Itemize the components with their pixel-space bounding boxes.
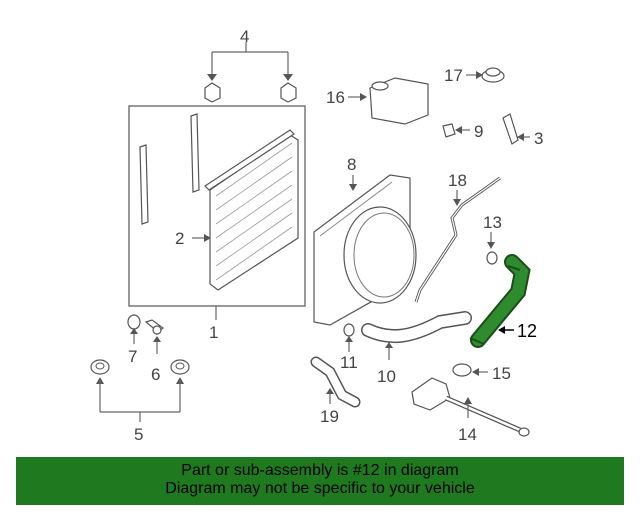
- part-1-radiator-box: 1 2: [128, 105, 306, 342]
- parts-diagram: 4 1 2 7 6: [90, 27, 543, 444]
- callout-17: 17: [444, 66, 463, 85]
- callout-14: 14: [458, 425, 477, 444]
- callout-3: 3: [534, 129, 543, 148]
- part-5-grommets: 5: [90, 359, 190, 444]
- callout-12: 12: [517, 321, 537, 341]
- callout-18: 18: [448, 171, 467, 190]
- part-13-oring: 13: [483, 213, 502, 265]
- callout-19: 19: [320, 407, 339, 426]
- part-16-reservoir: 16: [326, 77, 429, 125]
- part-17-cap: 17: [444, 66, 505, 85]
- callout-9: 9: [474, 122, 483, 141]
- part-7-and-6: 7 6: [127, 314, 164, 384]
- part-19-pipe: 19: [310, 356, 361, 426]
- banner-line-2: Diagram may not be specific to your vehi…: [165, 480, 475, 497]
- callout-7: 7: [128, 347, 137, 366]
- callout-8: 8: [347, 155, 356, 174]
- callout-13: 13: [483, 213, 502, 232]
- part-15-seal: 15: [452, 363, 511, 383]
- info-banner: Part or sub-assembly is #12 in diagram D…: [16, 457, 624, 505]
- part-8-fan-shroud: 8: [313, 155, 417, 326]
- callout-1: 1: [209, 323, 218, 342]
- callout-5: 5: [134, 425, 143, 444]
- banner-line-1: Part or sub-assembly is #12 in diagram: [181, 462, 459, 479]
- part-11-and-10: 11 10: [340, 311, 472, 386]
- part-9-and-3: 9 3: [442, 113, 543, 148]
- callout-4: 4: [240, 27, 249, 46]
- part-18-tube: 18: [414, 171, 501, 303]
- callout-11: 11: [340, 353, 358, 372]
- callout-16: 16: [326, 88, 345, 107]
- part-12-hose-highlighted: 12: [469, 254, 537, 348]
- part-4-clips: 4: [204, 27, 297, 103]
- callout-10: 10: [377, 367, 396, 386]
- part-14-outlet: 14: [411, 377, 530, 444]
- callout-6: 6: [151, 365, 160, 384]
- callout-2: 2: [175, 229, 184, 248]
- callout-15: 15: [492, 364, 511, 383]
